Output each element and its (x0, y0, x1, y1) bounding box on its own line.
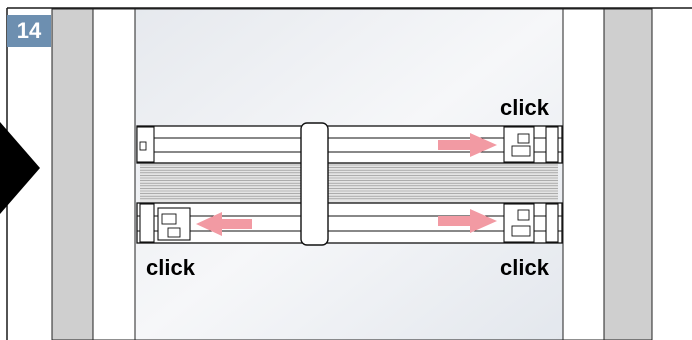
click-label-bottom-right: click (500, 255, 549, 280)
top-connector-bar (136, 125, 563, 164)
center-cable-clip (300, 122, 329, 246)
click-label-top-right: click (500, 95, 549, 120)
top-left-latch (136, 126, 155, 163)
left-gray-rail (51, 8, 94, 340)
left-white-rail (92, 8, 136, 340)
arrow-right-bottom-icon (438, 209, 497, 233)
click-label-bottom-left: click (146, 255, 195, 280)
bottom-left-latch (139, 203, 191, 243)
arrow-left-bottom-icon (196, 212, 252, 236)
right-gray-rail (603, 8, 653, 340)
bottom-right-latch (503, 203, 559, 243)
top-right-latch (503, 126, 559, 163)
ribbon-cable (140, 163, 558, 203)
arrow-right-top-icon (438, 133, 497, 157)
right-white-rail (562, 8, 605, 340)
black-triangle-pointer-icon (0, 122, 40, 214)
step-number-badge: 14 (7, 15, 51, 47)
